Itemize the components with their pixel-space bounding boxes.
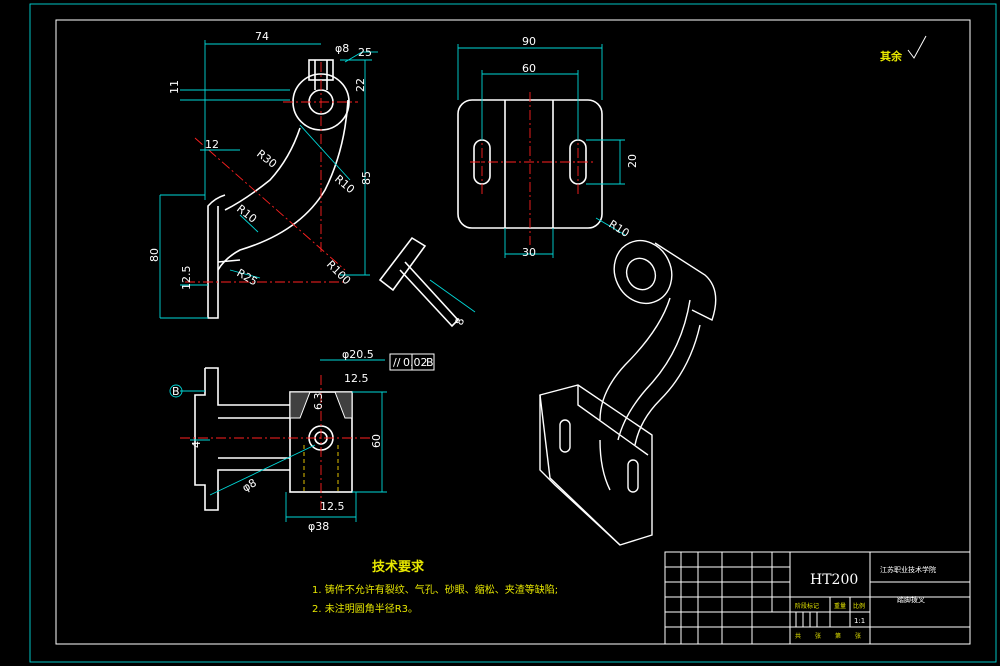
dim-60-side: 60 (370, 434, 383, 448)
scale-label: 比例 (853, 602, 865, 610)
dim-12-5: 12.5 (180, 266, 193, 291)
scale-value: 1:1 (854, 617, 865, 625)
tech-requirement-item-1: 1. 铸件不允许有裂纹、气孔、砂眼、缩松、夹渣等缺陷; (312, 585, 559, 596)
dim-74: 74 (255, 30, 269, 43)
isometric-view (539, 239, 717, 546)
tolerance-datum: B (426, 356, 434, 369)
dim-11: 11 (168, 80, 181, 94)
outer-border (29, 3, 997, 663)
dim-8-section: 8 (453, 316, 468, 327)
title-block-grid (664, 551, 971, 645)
dim-6-3: 6.3 (312, 393, 325, 411)
dim-22: 22 (354, 78, 367, 92)
dim-20: 20 (626, 154, 639, 168)
dim-80: 80 (148, 248, 161, 262)
tech-requirements: 技术要求 1. 铸件不允许有裂纹、气孔、砂眼、缩松、夹渣等缺陷; 2. 未注明圆… (312, 556, 652, 615)
dim-12-5-c: 12.5 (320, 500, 345, 513)
sheet-total-label: 共 (795, 632, 801, 640)
dim-60-top: 60 (522, 62, 536, 75)
mark-label: 阶段标记 (795, 602, 819, 610)
dim-30: 30 (522, 246, 536, 259)
sheet-no-label: 第 (835, 632, 841, 640)
dim-4: 4 (190, 441, 203, 448)
datum-b-marker: B (172, 385, 180, 398)
dim-90: 90 (522, 35, 536, 48)
tolerance-value: 0.02 (403, 356, 428, 369)
dim-25: 25 (358, 46, 372, 59)
sheet-total-unit: 张 (815, 632, 821, 640)
t-section (378, 236, 476, 328)
school-name: 江苏职业技术学院 (880, 565, 936, 574)
dim-phi8-b: φ8 (240, 476, 259, 494)
weight-label: 重量 (834, 602, 846, 610)
tech-requirement-item-2: 2. 未注明圆角半径R3。 (312, 604, 419, 615)
inner-border (55, 19, 971, 645)
dim-phi8: φ8 (335, 42, 349, 55)
left-view (169, 353, 435, 522)
part-name: 踏脚拨叉 (897, 595, 925, 604)
dim-12: 12 (205, 138, 219, 151)
dim-phi20-5: φ20.5 (342, 348, 374, 361)
dim-phi38: φ38 (308, 520, 329, 533)
dim-12-5-b: 12.5 (344, 372, 369, 385)
dim-85: 85 (360, 171, 373, 185)
tolerance-symbol: // (393, 356, 401, 369)
plate-view (457, 44, 626, 258)
roughness-icon (907, 35, 927, 59)
roughness-note: 其余 (880, 49, 903, 63)
sheet-no-unit: 张 (855, 632, 861, 640)
tech-requirements-title: 技术要求 (372, 560, 425, 575)
material-label: HT200 (810, 572, 858, 588)
front-view (159, 40, 378, 319)
